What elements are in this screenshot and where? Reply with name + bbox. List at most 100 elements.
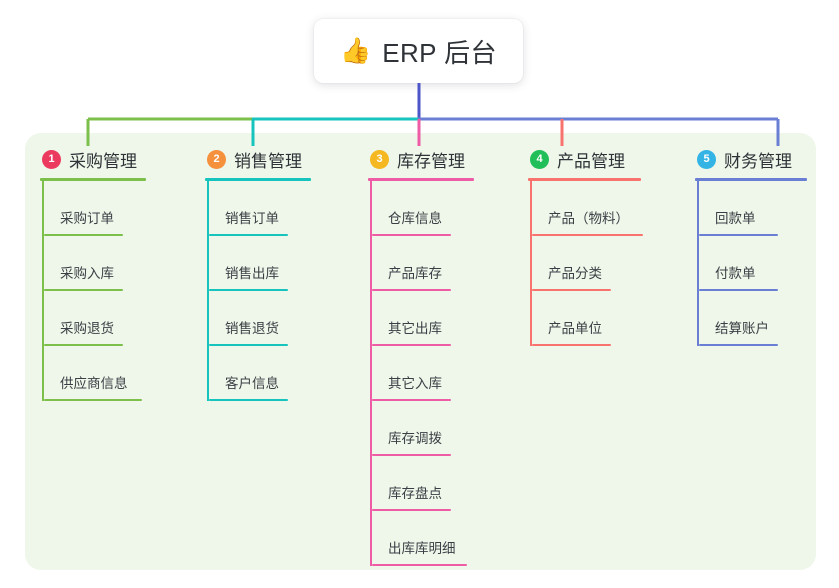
list-item-underline xyxy=(209,399,288,401)
column-header-underline xyxy=(205,178,311,181)
list-item-underline xyxy=(372,564,467,566)
column-spine xyxy=(697,181,699,346)
list-item-label: 库存盘点 xyxy=(388,486,442,501)
column-badge-icon: 1 xyxy=(42,149,61,169)
list-item-label: 结算账户 xyxy=(715,321,769,336)
list-item-label: 客户信息 xyxy=(225,376,279,391)
list-item-label: 出库库明细 xyxy=(388,541,456,556)
list-item[interactable]: 仓库信息 xyxy=(370,181,474,236)
list-item-label: 产品库存 xyxy=(388,266,442,281)
column-badge-icon: 4 xyxy=(530,149,549,169)
column-items: 仓库信息产品库存其它出库其它入库库存调拨库存盘点出库库明细 xyxy=(368,181,474,566)
list-item-underline xyxy=(699,344,778,346)
list-item[interactable]: 付款单 xyxy=(697,236,807,291)
root-node-card[interactable]: 👍 ERP 后台 xyxy=(314,19,523,83)
list-item[interactable]: 销售退货 xyxy=(207,291,311,346)
column-title: 销售管理 xyxy=(234,151,302,171)
column-spine xyxy=(530,181,532,346)
column-header-1[interactable]: 1 采购管理 xyxy=(40,146,146,172)
list-item[interactable]: 库存调拨 xyxy=(370,401,474,456)
list-item-underline xyxy=(532,344,611,346)
list-item[interactable]: 采购入库 xyxy=(42,236,146,291)
list-item-underline xyxy=(372,234,451,236)
column-3: 3 库存管理仓库信息产品库存其它出库其它入库库存调拨库存盘点出库库明细 xyxy=(368,146,474,566)
list-item-underline xyxy=(532,289,611,291)
list-item-label: 产品分类 xyxy=(548,266,602,281)
column-header-2[interactable]: 2 销售管理 xyxy=(205,146,311,172)
list-item-label: 付款单 xyxy=(715,266,756,281)
column-items: 产品（物料） 产品分类产品单位 xyxy=(528,181,643,346)
list-item-label: 销售出库 xyxy=(225,266,279,281)
list-item-label: 其它出库 xyxy=(388,321,442,336)
list-item[interactable]: 回款单 xyxy=(697,181,807,236)
column-badge-icon: 3 xyxy=(370,149,389,169)
list-item[interactable]: 客户信息 xyxy=(207,346,311,401)
column-badge-icon: 2 xyxy=(207,149,226,169)
column-header-3[interactable]: 3 库存管理 xyxy=(368,146,474,172)
list-item-underline xyxy=(372,344,451,346)
list-item-underline xyxy=(699,234,778,236)
list-item-label: 其它入库 xyxy=(388,376,442,391)
list-item[interactable]: 采购退货 xyxy=(42,291,146,346)
list-item[interactable]: 产品分类 xyxy=(530,236,641,291)
list-item[interactable]: 出库库明细 xyxy=(370,511,474,566)
list-item-underline xyxy=(209,289,288,291)
column-header-underline xyxy=(528,178,641,181)
list-item-underline xyxy=(44,234,123,236)
column-4: 4 产品管理产品（物料） 产品分类产品单位 xyxy=(528,146,643,346)
column-spine xyxy=(207,181,209,401)
list-item-label: 采购退货 xyxy=(60,321,114,336)
column-1: 1 采购管理采购订单采购入库采购退货供应商信息 xyxy=(40,146,146,401)
list-item-label: 采购订单 xyxy=(60,211,114,226)
column-header-underline xyxy=(695,178,807,181)
list-item-underline xyxy=(209,344,288,346)
list-item-label: 回款单 xyxy=(715,211,756,226)
list-item[interactable]: 其它入库 xyxy=(370,346,474,401)
list-item-underline xyxy=(372,399,451,401)
column-header-4[interactable]: 4 产品管理 xyxy=(528,146,641,172)
list-item[interactable]: 采购订单 xyxy=(42,181,146,236)
column-title: 采购管理 xyxy=(69,151,137,171)
list-item-underline xyxy=(209,234,288,236)
column-header-underline xyxy=(40,178,146,181)
column-2: 2 销售管理销售订单销售出库销售退货客户信息 xyxy=(205,146,311,401)
list-item-label: 产品单位 xyxy=(548,321,602,336)
list-item-label: 采购入库 xyxy=(60,266,114,281)
thumbs-up-icon: 👍 xyxy=(340,36,372,65)
list-item[interactable]: 库存盘点 xyxy=(370,456,474,511)
list-item-label: 销售退货 xyxy=(225,321,279,336)
list-item-label: 产品（物料） xyxy=(548,211,629,226)
list-item-underline xyxy=(699,289,778,291)
list-item[interactable]: 产品（物料） xyxy=(530,181,643,236)
column-title: 库存管理 xyxy=(397,151,465,171)
list-item-label: 库存调拨 xyxy=(388,431,442,446)
list-item[interactable]: 供应商信息 xyxy=(42,346,146,401)
list-item-underline xyxy=(372,454,451,456)
list-item-label: 销售订单 xyxy=(225,211,279,226)
list-item[interactable]: 其它出库 xyxy=(370,291,474,346)
list-item-underline xyxy=(44,344,123,346)
list-item[interactable]: 产品单位 xyxy=(530,291,641,346)
column-spine xyxy=(42,181,44,401)
list-item-underline xyxy=(372,289,451,291)
list-item[interactable]: 产品库存 xyxy=(370,236,474,291)
column-items: 销售订单销售出库销售退货客户信息 xyxy=(205,181,311,401)
list-item-underline xyxy=(44,289,123,291)
column-badge-icon: 5 xyxy=(697,149,716,169)
list-item-underline xyxy=(372,509,451,511)
content-panel xyxy=(25,133,816,570)
list-item-label: 仓库信息 xyxy=(388,211,442,226)
root-node-inner: 👍 ERP 后台 xyxy=(340,33,497,70)
list-item-underline xyxy=(44,399,142,401)
list-item-label: 供应商信息 xyxy=(60,376,128,391)
list-item[interactable]: 结算账户 xyxy=(697,291,807,346)
list-item[interactable]: 销售出库 xyxy=(207,236,311,291)
column-spine xyxy=(370,181,372,566)
list-item[interactable]: 销售订单 xyxy=(207,181,311,236)
column-header-underline xyxy=(368,178,474,181)
column-items: 回款单付款单结算账户 xyxy=(695,181,807,346)
column-title: 产品管理 xyxy=(557,151,625,171)
